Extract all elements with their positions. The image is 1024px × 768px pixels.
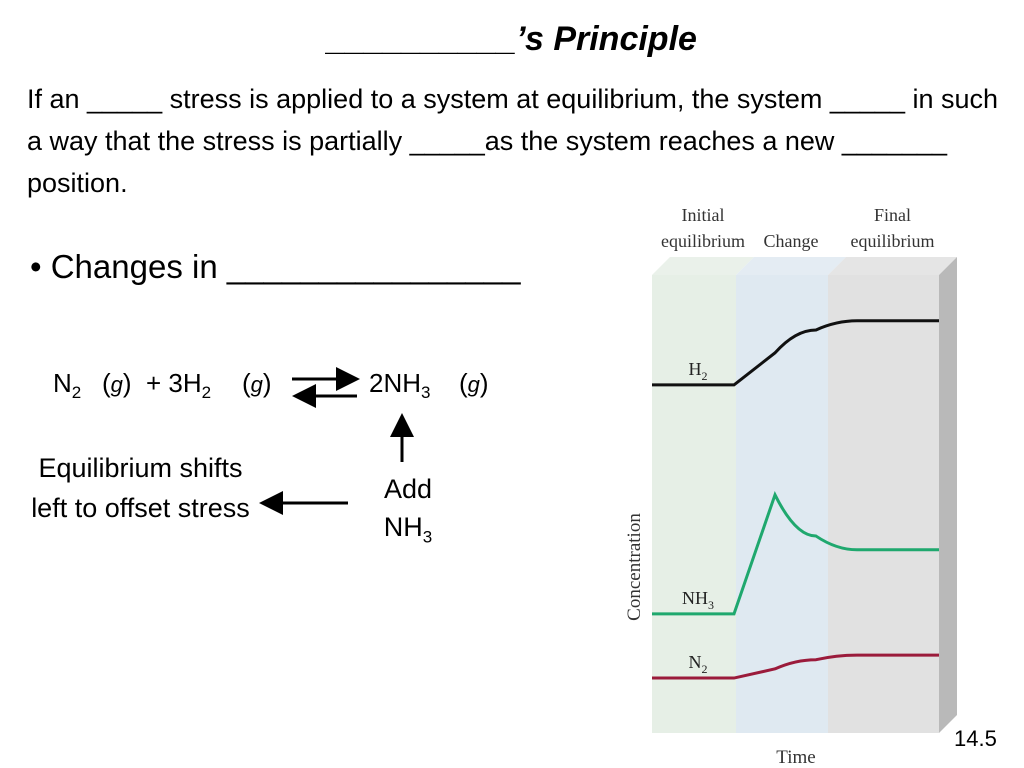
reactant-n2: N2 bbox=[53, 368, 82, 403]
phase-label-1: Change bbox=[764, 231, 819, 251]
phase-top-1 bbox=[736, 257, 846, 275]
slide-number: 14.5 bbox=[954, 726, 997, 751]
series-line-0 bbox=[652, 319, 939, 387]
phase-panel-1 bbox=[736, 275, 828, 733]
phase-panel-2 bbox=[828, 275, 939, 733]
principle-definition: If an _____ stress is applied to a syste… bbox=[27, 84, 999, 198]
phase-top-2 bbox=[828, 257, 957, 275]
phase-panel-0 bbox=[652, 275, 736, 733]
phase-label-0: Initial bbox=[682, 205, 725, 225]
phase-sublabel-0: equilibrium bbox=[661, 231, 745, 251]
equilibrium-arrows bbox=[292, 367, 360, 408]
shift-left-label: Equilibrium shifts left to offset stress bbox=[31, 453, 250, 523]
product-nh3-state: (g) bbox=[459, 368, 489, 398]
x-axis-label: Time bbox=[776, 747, 815, 768]
reactant-h2-state: (g) bbox=[242, 368, 272, 398]
phase-sublabel-2: equilibrium bbox=[851, 231, 935, 251]
concentration-chart: Initial equilibrium Change Final equilibrium… bbox=[624, 205, 957, 768]
bullet-changes: • Changes in ________________ bbox=[30, 248, 521, 285]
y-axis-label: Concentration bbox=[624, 513, 645, 621]
reactant-h2: + 3H2 bbox=[146, 368, 212, 403]
series-line-2 bbox=[652, 653, 939, 680]
product-nh3: 2NH3 bbox=[369, 368, 431, 403]
slide-title: __________’s Principle bbox=[327, 20, 697, 58]
phase-top-0 bbox=[652, 257, 754, 275]
reactant-n2-state: (g) bbox=[102, 368, 132, 398]
phase-label-2: Final bbox=[874, 205, 911, 225]
chart-side-wall bbox=[939, 257, 957, 733]
series-line-1 bbox=[652, 490, 939, 616]
